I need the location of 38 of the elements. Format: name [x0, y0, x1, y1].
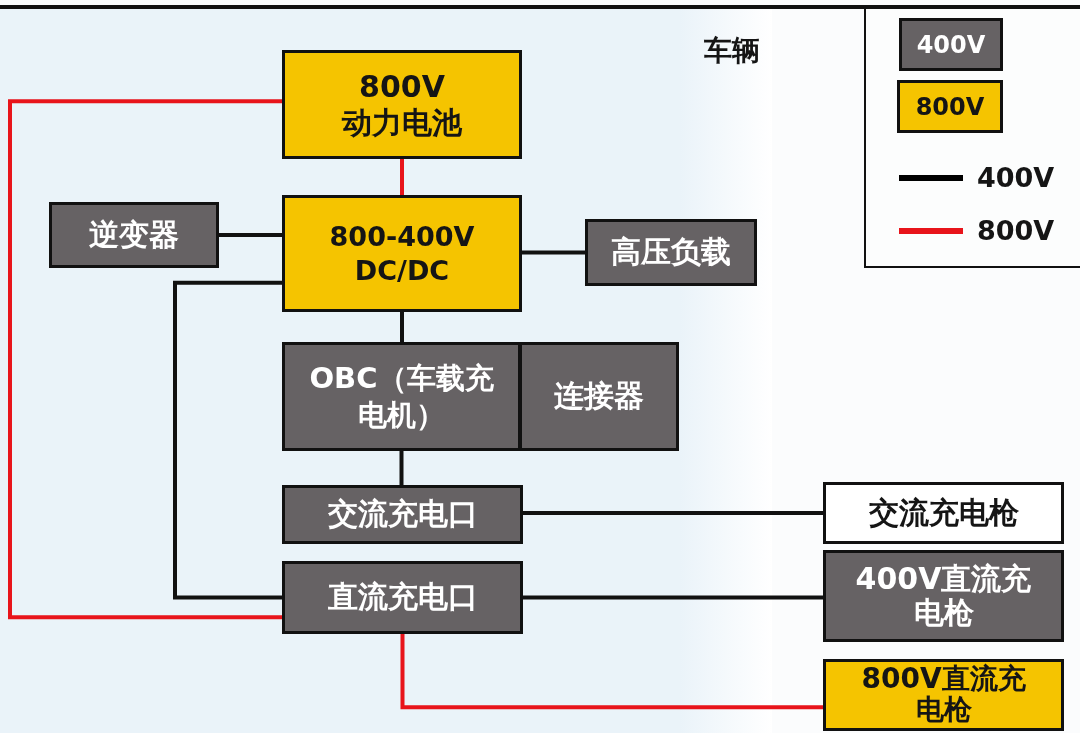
connector-line: [8, 99, 282, 620]
component-box: [282, 342, 521, 451]
component-box: [823, 550, 1064, 642]
box-label: 800-400V DC/DC: [328, 219, 476, 288]
legend-label: 800V: [915, 94, 985, 119]
box-label: 连接器: [554, 379, 644, 414]
box-label: 直流充电口: [327, 580, 478, 615]
component-box: [519, 342, 679, 451]
connector-line: [400, 159, 404, 195]
box-label: 交流充电口: [327, 497, 478, 532]
component-box: [585, 219, 757, 286]
box-label: 800V 动力电池: [340, 68, 463, 141]
box-label: 400V直流充电枪: [854, 561, 1033, 631]
box-label: 高压负载: [611, 235, 731, 270]
connector-line: [400, 634, 823, 710]
component-box: [282, 485, 523, 544]
connector-line: [522, 250, 585, 255]
box-label: 逆变器: [89, 217, 179, 253]
legend-label: 400V: [977, 164, 1055, 191]
legend-label: 400V: [916, 32, 986, 57]
box-label: 交流充电枪: [868, 495, 1019, 531]
connector-line: [523, 511, 823, 515]
connector-line: [173, 280, 282, 600]
connector-line: [400, 312, 404, 342]
box-label: OBC（车载充电机）: [308, 360, 495, 433]
legend-label: 800V: [977, 217, 1055, 244]
component-box: [282, 195, 522, 312]
region-label: 车辆: [704, 37, 760, 65]
connector-line: [523, 595, 823, 600]
component-box: [823, 482, 1064, 544]
component-box: [49, 202, 219, 268]
connector-line: [219, 233, 282, 237]
connector-line: [399, 451, 404, 485]
component-box: [823, 659, 1064, 731]
box-label: 800V直流充电枪: [860, 664, 1027, 726]
shaded-region: [0, 9, 772, 733]
component-box: [282, 561, 523, 634]
component-box: [282, 50, 522, 159]
